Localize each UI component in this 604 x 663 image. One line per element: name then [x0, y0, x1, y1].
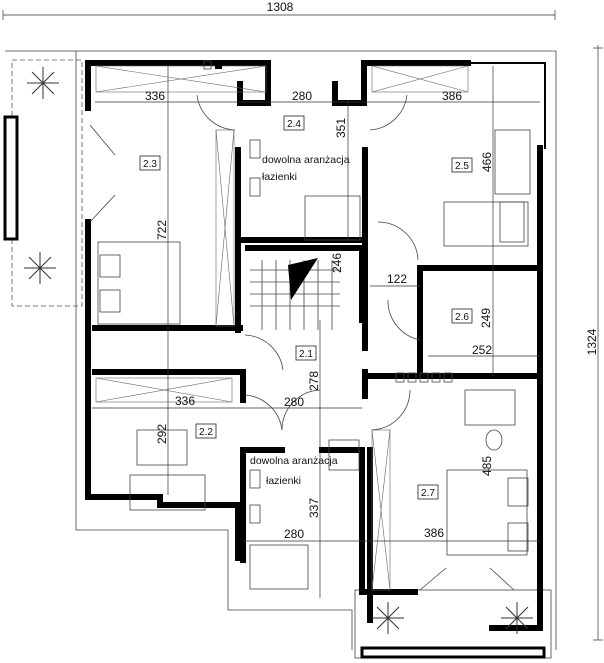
- svg-text:2.3: 2.3: [143, 159, 157, 170]
- walls: [85, 60, 546, 631]
- dim-hall-height: 278: [307, 371, 321, 391]
- terrace-window: [3, 115, 19, 241]
- stair-arrow: [288, 258, 318, 300]
- balcony-railing: [360, 646, 546, 659]
- dim-room-2-2-height: 292: [155, 424, 169, 444]
- dim-mid-mid: 280: [284, 395, 304, 409]
- dim-room-2-6-height: 249: [479, 308, 493, 328]
- svg-text:2.6: 2.6: [455, 312, 469, 323]
- dim-room-2-7-width: 386: [424, 526, 444, 540]
- plant-icon: [372, 602, 404, 634]
- room-tag-2-2: 2.2: [195, 423, 217, 439]
- plant-icon: [24, 252, 56, 284]
- overall-height-dimension: 1324: [585, 45, 603, 641]
- left-terrace: [11, 59, 83, 307]
- wardrobes: [95, 65, 469, 591]
- plant-icon: [27, 67, 59, 99]
- svg-text:2.7: 2.7: [421, 488, 435, 499]
- staircase: [250, 258, 340, 330]
- dim-bath-width: 280: [284, 527, 304, 541]
- overall-width-label: 1308: [267, 0, 294, 14]
- dim-top-left: 336: [145, 89, 165, 103]
- overall-height-label: 1324: [585, 328, 599, 355]
- dim-mid-left: 336: [175, 394, 195, 408]
- room-tag-2-6: 2.6: [451, 308, 473, 324]
- svg-text:2.1: 2.1: [299, 349, 313, 360]
- furniture: [97, 129, 531, 590]
- dim-room-2-5-height: 466: [480, 152, 494, 172]
- dim-room-2-6-width: 252: [472, 343, 492, 357]
- svg-text:2.5: 2.5: [455, 161, 469, 172]
- bathroom-note-top-line2: łazienki: [262, 171, 297, 183]
- dimension-lines: [92, 66, 540, 598]
- dim-room-2-7-height: 485: [480, 456, 494, 476]
- svg-text:2.2: 2.2: [199, 427, 213, 438]
- dim-room-2-3-height: 722: [155, 220, 169, 240]
- room-tag-2-4: 2.4: [283, 115, 305, 131]
- bathroom-note-bottom-line2: łazienki: [266, 475, 301, 487]
- chimney-vents: [203, 60, 453, 383]
- dim-top-right: 386: [442, 89, 462, 103]
- room-tag-2-7: 2.7: [417, 484, 439, 500]
- room-tag-2-3: 2.3: [139, 155, 161, 171]
- overall-width-dimension: 1308: [2, 0, 556, 20]
- bathroom-note-top-line1: dowolna aranżacja: [262, 154, 350, 166]
- dim-stair: 246: [330, 253, 344, 273]
- dim-bath-height: 337: [307, 498, 321, 518]
- svg-text:2.4: 2.4: [287, 119, 301, 130]
- bathroom-note-bottom-line1: dowolna aranżacja: [250, 455, 338, 467]
- room-tag-2-5: 2.5: [451, 157, 473, 173]
- dim-top-mid: 280: [292, 89, 312, 103]
- plant-icon: [501, 602, 533, 634]
- door-swings: [89, 94, 515, 591]
- dim-room-2-4-height: 351: [334, 118, 348, 138]
- room-tag-2-1: 2.1: [295, 345, 317, 361]
- dim-hall-width: 122: [387, 272, 407, 286]
